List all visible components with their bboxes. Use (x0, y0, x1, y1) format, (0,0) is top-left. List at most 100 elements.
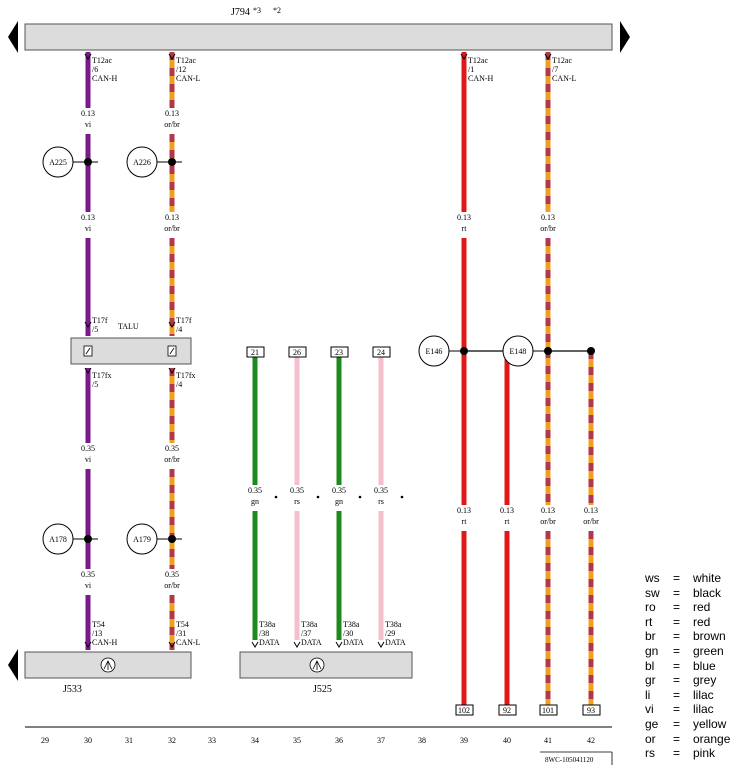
legend-row: gr=grey (645, 673, 737, 688)
wire-color-label: vi (85, 224, 92, 233)
legend-equals: = (673, 614, 681, 629)
legend-code: gr (645, 673, 656, 688)
wire-size-label: 0.35 (290, 486, 304, 495)
junction-dot (587, 347, 595, 355)
splice-dot (168, 535, 176, 543)
wire-size-label: 0.13 (541, 213, 555, 222)
talu-pin-label: T17fx (92, 371, 112, 380)
wire-color-label: rt (462, 224, 468, 233)
wire-color-label: or/br (164, 120, 180, 129)
ref-box-top-box (372, 346, 391, 358)
legend-code: ro (645, 600, 656, 615)
ref-box-bottom: 101 (542, 706, 554, 715)
j533-label: J533 (63, 684, 82, 695)
ref-box-top-box (246, 346, 265, 358)
legend-name: pink (693, 746, 716, 761)
legend-code: sw (645, 585, 660, 600)
splice-label: A179 (133, 535, 151, 544)
connector-arrow (168, 53, 176, 60)
legend-name: red (693, 600, 711, 615)
j794-bar (24, 23, 613, 51)
right-arrow-icon (620, 21, 630, 53)
upper-connector-label: CAN-H (468, 74, 494, 83)
upper-connector-label: T12ac (176, 56, 196, 65)
legend-code: li (645, 687, 651, 702)
j525-pin-label: T38a (259, 620, 276, 629)
wire-color-label: vi (85, 120, 92, 129)
j525-pin-label: /37 (301, 629, 311, 638)
legend-code: gn (645, 643, 659, 658)
legend-code: vi (645, 702, 654, 717)
legend-row: br=brown (645, 629, 737, 644)
legend-equals: = (673, 658, 681, 673)
wire-color-label: or/br (540, 517, 556, 526)
left-arrow-icon (8, 21, 18, 53)
wire-size-label: 0.35 (248, 486, 262, 495)
left-arrow-icon (8, 649, 18, 681)
j533-pin-label: CAN-H (92, 638, 118, 647)
connector-arrow (335, 641, 343, 648)
splice-circle (418, 335, 450, 367)
column-number: 42 (587, 736, 595, 745)
ref-box-top: 23 (335, 348, 343, 357)
upper-connector-label: CAN-L (552, 74, 577, 83)
wire-color-label: or/br (583, 517, 599, 526)
wire-size-label: 0.13 (81, 109, 95, 118)
legend-equals: = (673, 746, 681, 761)
legend-equals: = (673, 600, 681, 615)
talu-pin-label: /4 (176, 325, 182, 334)
j533-pin-label: /13 (92, 629, 102, 638)
legend-code: bl (645, 658, 655, 673)
separator-dot (274, 495, 278, 499)
column-number: 38 (418, 736, 426, 745)
note-2: *2 (273, 6, 281, 15)
talu-pin-label: /5 (92, 380, 98, 389)
wire-size-label: 0.13 (584, 506, 598, 515)
legend-row: li=lilac (645, 688, 737, 703)
column-number: 31 (125, 736, 133, 745)
separator-dot (358, 495, 362, 499)
wire-color-label: or/br (164, 455, 180, 464)
splice-dot (84, 535, 92, 543)
wire-size-label: 0.13 (457, 506, 471, 515)
j525-pin-label: DATA (385, 638, 406, 647)
wire-size-label: 0.35 (374, 486, 388, 495)
legend-name: green (693, 643, 724, 658)
j525-pin-label: /30 (343, 629, 353, 638)
j525-pin-label: DATA (343, 638, 364, 647)
legend-name: grey (693, 673, 717, 688)
ref-box-bottom-box (498, 704, 517, 716)
connector-arrow (168, 641, 176, 648)
j533-pin-label: CAN-L (176, 638, 201, 647)
ref-box-bottom: 93 (587, 706, 595, 715)
ref-box-bottom-box (539, 704, 558, 716)
talu-pin-label: T17f (176, 316, 192, 325)
ref-box-bottom-box (455, 704, 474, 716)
splice-circle (126, 523, 158, 555)
wire-size-label: 0.35 (81, 444, 95, 453)
upper-connector-label: /6 (92, 65, 98, 74)
column-number: 37 (377, 736, 385, 745)
legend-equals: = (673, 643, 681, 658)
splice-dot (544, 347, 552, 355)
splice-label: A226 (133, 158, 151, 167)
splice-circle (42, 523, 74, 555)
j533-pin-label: /31 (176, 629, 186, 638)
upper-connector-label: /12 (176, 65, 186, 74)
ref-box-top-box (288, 346, 307, 358)
legend-row: rt=red (645, 615, 737, 630)
ref-box-bottom: 102 (458, 706, 470, 715)
talu-pin-label: /4 (176, 380, 182, 389)
wire-color-label: or/br (164, 581, 180, 590)
ref-box-bottom-box (582, 704, 601, 716)
j525-label: J525 (313, 684, 332, 695)
legend-row: vi=lilac (645, 702, 737, 717)
column-number: 36 (335, 736, 343, 745)
j533-pin-label: T54 (92, 620, 105, 629)
talu-pin-label: /5 (92, 325, 98, 334)
legend-code: ws (645, 571, 660, 585)
legend-row: or=orange (645, 732, 737, 747)
legend-name: white (693, 571, 722, 585)
